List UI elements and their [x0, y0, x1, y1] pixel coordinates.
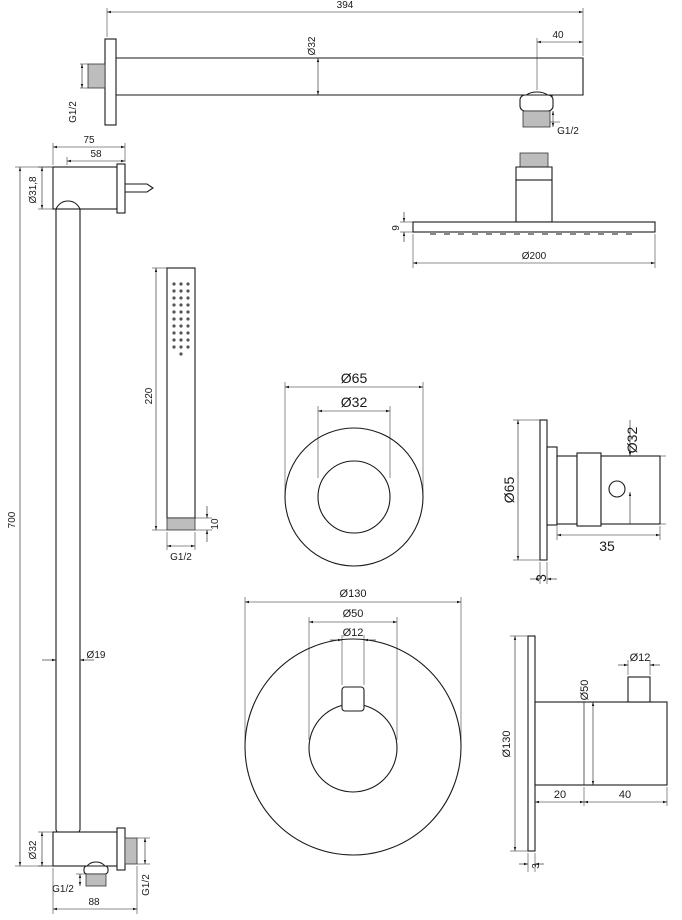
- rail-top-pin: [125, 183, 154, 193]
- label-big-side-len2: 40: [619, 789, 631, 801]
- label-rail-length: 700: [7, 511, 18, 528]
- hand-shower-body: [166, 267, 196, 519]
- arm-connector-nut: [519, 94, 554, 112]
- rail-tube: [55, 209, 81, 830]
- label-arm-end: 40: [552, 30, 564, 41]
- rail-top-flange: [116, 163, 126, 214]
- label-big-rosette-outer: Ø130: [340, 588, 367, 600]
- small-valve-hole: [608, 480, 626, 498]
- label-big-side-knob: Ø12: [630, 652, 651, 664]
- label-arm-thread-left: G1/2: [68, 101, 79, 123]
- label-head-diameter: Ø200: [522, 251, 547, 262]
- big-rosette-mid: [308, 703, 398, 793]
- small-valve-collar: [546, 446, 558, 526]
- small-valve-body: [576, 452, 602, 527]
- small-valve-ring: [556, 455, 578, 525]
- head-disc: [412, 221, 656, 233]
- big-valve-body: [534, 701, 668, 786]
- label-big-rosette-mid: Ø50: [343, 608, 364, 620]
- small-rosette-inner: [317, 460, 391, 534]
- label-rail-bottom-diameter: Ø32: [28, 840, 39, 859]
- shower-head-view: 9 Ø200: [391, 152, 656, 268]
- head-nozzles: [430, 232, 632, 235]
- hand-shower-nozzles: [172, 282, 190, 356]
- arm-tube: [116, 57, 584, 96]
- small-rosette-front-view: Ø65 Ø32: [284, 370, 424, 567]
- label-rail-diameter: Ø19: [87, 650, 106, 661]
- head-neck: [515, 179, 553, 223]
- label-hand-thread-len: 10: [210, 518, 221, 530]
- label-arm-diameter: Ø32: [307, 36, 318, 55]
- label-small-rosette-outer: Ø65: [341, 370, 368, 386]
- big-rosette-knob: [341, 686, 365, 712]
- label-big-side-height: Ø130: [501, 731, 513, 758]
- label-rail-top-width: 75: [83, 135, 95, 146]
- slide-rail-view: 75 58 Ø31,8 700 Ø19 Ø32 G1/2 G1/2: [7, 135, 154, 914]
- label-big-side-len1: 20: [554, 789, 566, 801]
- small-valve-side-view: Ø65 Ø32 35 3: [501, 419, 666, 584]
- big-valve-plate: [527, 635, 536, 852]
- hand-shower-thread: [166, 517, 196, 531]
- label-small-rosette-inner: Ø32: [341, 394, 368, 410]
- big-rosette-front-view: Ø130 Ø50 Ø12: [244, 588, 462, 856]
- label-small-side-height: Ø65: [501, 477, 517, 504]
- big-valve-side-view: Ø130 Ø50 Ø12 20 40 3: [501, 635, 668, 872]
- label-small-side-length: 35: [599, 538, 615, 554]
- label-arm-length: 394: [337, 0, 354, 11]
- label-arm-thread-right: G1/2: [557, 126, 579, 137]
- label-rail-thread-left: G1/2: [52, 884, 74, 895]
- label-head-height: 9: [391, 225, 402, 231]
- label-rail-top-diameter: Ø31,8: [28, 176, 39, 204]
- rail-bottom-thread-left: [85, 873, 107, 887]
- label-big-rosette-knob: Ø12: [343, 627, 364, 639]
- head-thread: [519, 152, 549, 168]
- arm-wall-flange: [104, 38, 117, 126]
- label-small-side-plate: 3: [533, 574, 549, 582]
- rail-bottom-flange: [116, 827, 126, 871]
- big-valve-knob: [627, 676, 651, 703]
- label-rail-bottom-width: 88: [88, 897, 100, 908]
- hand-shower-view: 220 10 G1/2: [144, 267, 221, 563]
- small-valve-plate: [539, 419, 548, 561]
- rail-bottom-thread-right: [124, 837, 138, 865]
- label-big-side-plate: 3: [531, 863, 542, 869]
- label-hand-length: 220: [144, 387, 155, 404]
- shower-arm-view: 394 40 Ø32 G1/2 G1/2: [68, 0, 584, 137]
- rail-bottom-bracket: [52, 831, 118, 867]
- arm-thread-left: [87, 63, 106, 89]
- arm-thread-right: [522, 110, 551, 128]
- label-big-side-diameter: Ø50: [579, 680, 591, 701]
- label-rail-thread-right: G1/2: [141, 874, 152, 896]
- label-small-side-diameter: Ø32: [624, 427, 640, 454]
- small-valve-cap: [600, 455, 661, 525]
- label-rail-top-inner: 58: [90, 149, 102, 160]
- label-hand-thread: G1/2: [170, 552, 192, 563]
